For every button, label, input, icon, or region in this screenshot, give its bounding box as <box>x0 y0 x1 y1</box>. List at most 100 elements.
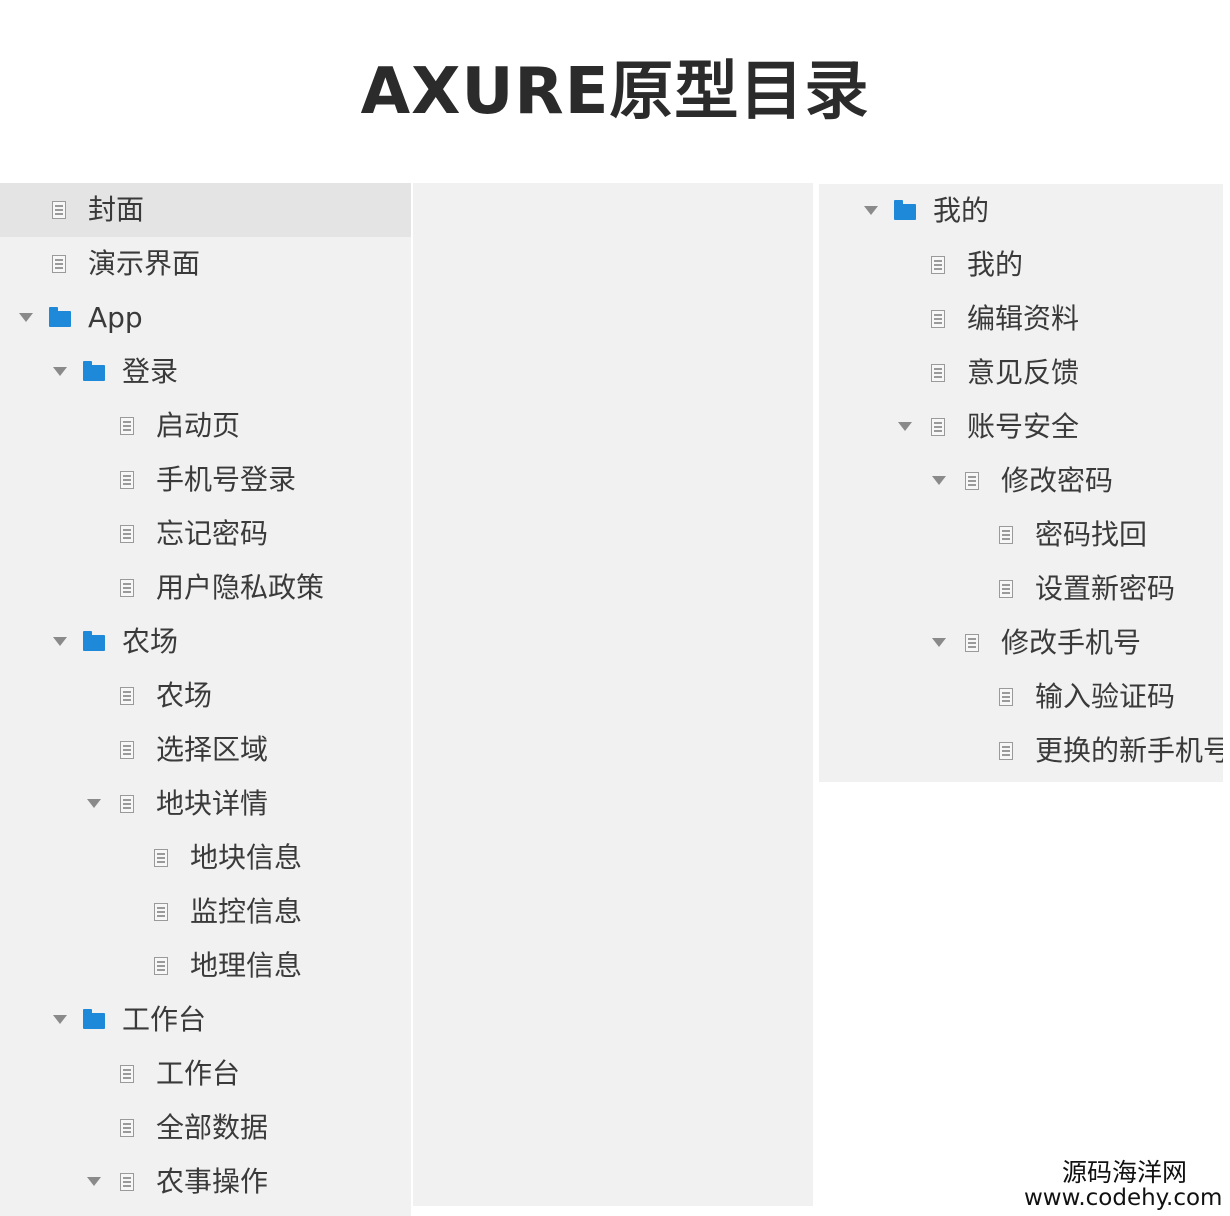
tree-item[interactable]: 设置新密码 <box>819 562 1223 616</box>
page-icon <box>931 364 945 382</box>
tree-item[interactable]: 详情 <box>413 449 813 503</box>
tree-item[interactable]: 手机号登录 <box>0 453 411 507</box>
tree-item[interactable]: 详情 <box>413 287 813 341</box>
expand-caret-icon[interactable] <box>898 422 912 431</box>
page-icon <box>120 741 134 759</box>
page-icon <box>154 849 168 867</box>
tree-item[interactable]: 详情 <box>413 827 813 881</box>
tree-item[interactable]: 我的 <box>819 184 1223 238</box>
tree-item[interactable]: 农场 <box>0 615 411 669</box>
page-icon <box>999 688 1013 706</box>
tree-item[interactable]: 编辑出库 <box>413 665 813 719</box>
tree-item-label: 我的 <box>967 248 1024 281</box>
page-icon <box>965 634 979 652</box>
tree-item[interactable]: 详情 <box>413 719 813 773</box>
tree-item[interactable]: 物资选择 <box>413 1043 813 1097</box>
folder-icon <box>83 1009 105 1029</box>
tree-item[interactable]: 监控信息 <box>0 885 411 939</box>
page-icon <box>931 256 945 274</box>
tree-item-label: 演示界面 <box>88 247 201 280</box>
folder-icon <box>83 361 105 381</box>
tree-item[interactable]: 修改密码 <box>819 454 1223 508</box>
tree-item[interactable]: 筛选 <box>413 1151 813 1205</box>
folder-icon <box>83 631 105 651</box>
tree-item[interactable]: 地块信息 <box>0 831 411 885</box>
tree-item[interactable]: 编辑资料 <box>819 292 1223 346</box>
tree-item[interactable]: 选择区域 <box>0 723 411 777</box>
page-icon <box>999 742 1013 760</box>
tree-item[interactable]: 登录 <box>0 345 411 399</box>
expand-caret-icon[interactable] <box>87 1177 101 1186</box>
tree-item[interactable]: 封面 <box>0 183 411 237</box>
tree-item-label: 用户隐私政策 <box>156 571 325 604</box>
expand-caret-icon[interactable] <box>864 206 878 215</box>
tree-item[interactable]: 详情 <box>413 557 813 611</box>
tree-item[interactable]: 更换的新手机号 <box>819 724 1223 778</box>
tree-panel-right[interactable]: 我的我的编辑资料意见反馈账号安全修改密码密码找回设置新密码修改手机号输入验证码更… <box>819 184 1223 782</box>
tree-item-label: 设置新密码 <box>1035 572 1176 605</box>
folder-icon <box>894 200 916 220</box>
tree-item-label: 我的 <box>933 194 990 227</box>
tree-item[interactable]: 筛选 <box>413 989 813 1043</box>
tree-item[interactable]: 我的 <box>819 238 1223 292</box>
expand-caret-icon[interactable] <box>932 638 946 647</box>
tree-item[interactable]: 编辑 <box>413 233 813 287</box>
tree-item[interactable]: 地块详情 <box>0 777 411 831</box>
tree-item[interactable]: 账号安全 <box>819 400 1223 454</box>
tree-item[interactable]: 工作台 <box>0 993 411 1047</box>
watermark-url: www.codehy.com <box>1024 1185 1223 1211</box>
tree-item-label: 启动页 <box>156 409 241 442</box>
tree-item-label: 地块详情 <box>156 787 269 820</box>
page-icon <box>120 579 134 597</box>
tree-item[interactable]: 工作台 <box>0 1047 411 1101</box>
tree-item[interactable]: 用户隐私政策 <box>0 561 411 615</box>
expand-caret-icon[interactable] <box>87 799 101 808</box>
tree-item-label: 编辑资料 <box>967 302 1080 335</box>
page-icon <box>965 472 979 490</box>
page-icon <box>931 310 945 328</box>
tree-item[interactable]: 物资详情 <box>413 935 813 989</box>
tree-item[interactable]: 农场 <box>0 669 411 723</box>
expand-caret-icon[interactable] <box>53 367 67 376</box>
tree-item[interactable]: App <box>0 291 411 345</box>
tree-item-label: 修改密码 <box>1001 464 1114 497</box>
tree-item[interactable]: 农事操作 <box>0 1155 411 1209</box>
tree-item-label: 选择区域 <box>156 733 269 766</box>
tree-item[interactable]: 农资库存 <box>413 881 813 935</box>
page-icon <box>154 957 168 975</box>
tree-panel-middle[interactable]: 选择地块编辑详情物资审批审批详情详情详情物资出库编辑出库详情详情详情农资库存物资… <box>413 183 813 1206</box>
tree-item[interactable]: 演示界面 <box>0 237 411 291</box>
tree-item[interactable]: 物资审批 <box>413 341 813 395</box>
tree-item-label: 全部数据 <box>156 1111 269 1144</box>
tree-item[interactable]: 物资出库 <box>413 611 813 665</box>
tree-item[interactable]: 修改手机号 <box>819 616 1223 670</box>
tree-panel-left[interactable]: 封面演示界面 App 登录启动页手机号登录忘记密码用户隐私政策农场农场选择区域地块详… <box>0 183 411 1216</box>
tree-item[interactable]: 地理信息 <box>0 939 411 993</box>
tree-item-label: 监控信息 <box>190 895 303 928</box>
tree-item-label: 封面 <box>88 193 145 226</box>
page-icon <box>120 1119 134 1137</box>
tree-item[interactable]: 输入验证码 <box>819 670 1223 724</box>
tree-item[interactable]: 意见反馈 <box>819 346 1223 400</box>
tree-item[interactable]: 忘记密码 <box>0 507 411 561</box>
expand-caret-icon[interactable] <box>53 1015 67 1024</box>
tree-item[interactable]: 物资详情 <box>413 1097 813 1151</box>
expand-caret-icon[interactable] <box>19 313 33 322</box>
tree-item-label: 输入验证码 <box>1035 680 1176 713</box>
tree-item-label: 工作台 <box>122 1003 207 1036</box>
expand-caret-icon[interactable] <box>932 476 946 485</box>
page-icon <box>154 903 168 921</box>
page-icon <box>999 526 1013 544</box>
tree-item-label: App <box>88 301 143 334</box>
tree-item[interactable]: 选择地块 <box>413 183 813 233</box>
tree-item-label: 忘记密码 <box>156 517 269 550</box>
page-icon <box>52 255 66 273</box>
expand-caret-icon[interactable] <box>53 637 67 646</box>
tree-item[interactable]: 详情 <box>413 503 813 557</box>
tree-item[interactable]: 详情 <box>413 773 813 827</box>
tree-item[interactable]: 全部数据 <box>0 1101 411 1155</box>
tree-item[interactable]: 审批 <box>413 395 813 449</box>
tree-item[interactable]: 密码找回 <box>819 508 1223 562</box>
tree-item[interactable]: 启动页 <box>0 399 411 453</box>
tree-item-label: 工作台 <box>156 1057 241 1090</box>
